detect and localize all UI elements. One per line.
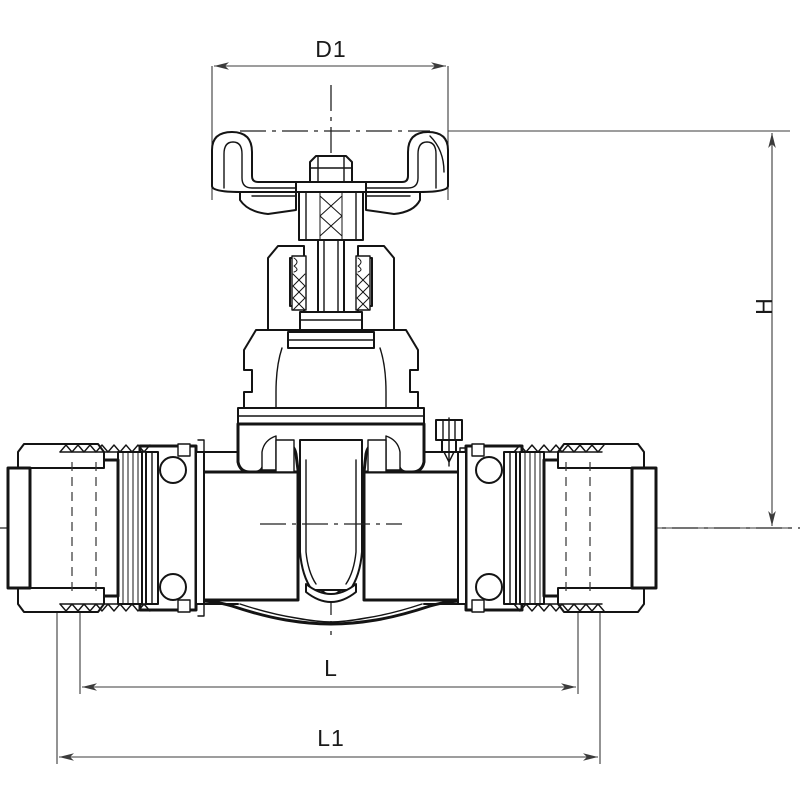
mj-right-gasket [519, 451, 545, 605]
dimension-label-l1: L1 [317, 725, 345, 751]
dimension-label-h: H [751, 297, 777, 315]
wedge-face-left [305, 459, 317, 585]
packing-right [355, 255, 371, 311]
handwheel-hub-plate [295, 181, 367, 193]
mj-left-nub-top [177, 443, 191, 457]
stuffing-box [267, 245, 395, 335]
body-bottom-inner [239, 603, 423, 623]
handwheel [211, 131, 449, 241]
stem-thread-hatch [319, 191, 343, 241]
packing-hatch-left [292, 257, 306, 311]
mj-right-bolt-top [475, 456, 503, 484]
mj-left-socket [28, 458, 120, 598]
bonnet-neck-left [275, 347, 283, 437]
dimension-l1: L1 [56, 612, 601, 764]
body-port-right [367, 439, 387, 473]
handwheel-spoke-right [365, 191, 421, 215]
mj-right-bolt-bottom [475, 573, 503, 601]
handwheel-hub [298, 191, 364, 241]
handwheel-rim-right [365, 131, 449, 193]
mj-right-nub-bottom [471, 599, 485, 613]
dimension-label-l: L [324, 655, 338, 681]
dimension-l: L [79, 612, 579, 694]
mj-right-socket [542, 458, 634, 598]
handwheel-spoke-left [239, 191, 297, 215]
mechanical-joint-right [423, 443, 645, 613]
body-port-left [275, 439, 295, 473]
mj-right-threads-bottom [513, 603, 605, 612]
body-rib-left [261, 435, 277, 471]
pipe-spigot-left [6, 466, 32, 590]
wedge-bottom-seat [305, 583, 357, 603]
mj-left-plate-b [195, 451, 205, 605]
packing-hatch-right [356, 257, 370, 311]
mj-right-threads-top [513, 444, 605, 453]
mj-right-nub-top [471, 443, 485, 457]
mj-left-threads-bottom [59, 603, 151, 612]
mj-left-lip-top [17, 443, 105, 469]
mj-left-gasket [117, 451, 143, 605]
mj-left-bolt-top [159, 456, 187, 484]
pipe-spigots [6, 466, 658, 590]
packing-left [291, 255, 307, 311]
mechanical-joint-left [17, 439, 239, 617]
wedge-face-right [345, 459, 357, 585]
bonnet-neck-right [379, 347, 387, 437]
body-rib-right [385, 435, 401, 471]
dimension-d1: D1 [211, 36, 449, 200]
body-bottom-contour [180, 598, 484, 626]
valve-body [180, 422, 484, 626]
handwheel-rim-right-detail [429, 135, 445, 173]
mj-right-plate-b [457, 451, 467, 605]
mj-left-lip-bottom [17, 587, 105, 613]
stem-nut [309, 155, 353, 183]
dimension-h: H [448, 130, 790, 529]
pipe-spigot-right [630, 466, 658, 590]
stem-nut-chamfer [317, 155, 345, 183]
handwheel-rim-left [211, 131, 297, 193]
mj-left-bolt-bottom [159, 573, 187, 601]
gate-wedge [260, 439, 402, 603]
handwheel-rim-right-inner [365, 141, 437, 189]
dimension-label-d1: D1 [315, 36, 346, 62]
mj-left-nub-bottom [177, 599, 191, 613]
bonnet [237, 329, 425, 437]
mj-left-tie [197, 439, 205, 617]
mj-left-threads-top [59, 444, 151, 453]
handwheel-rim-left-inner [223, 141, 297, 189]
